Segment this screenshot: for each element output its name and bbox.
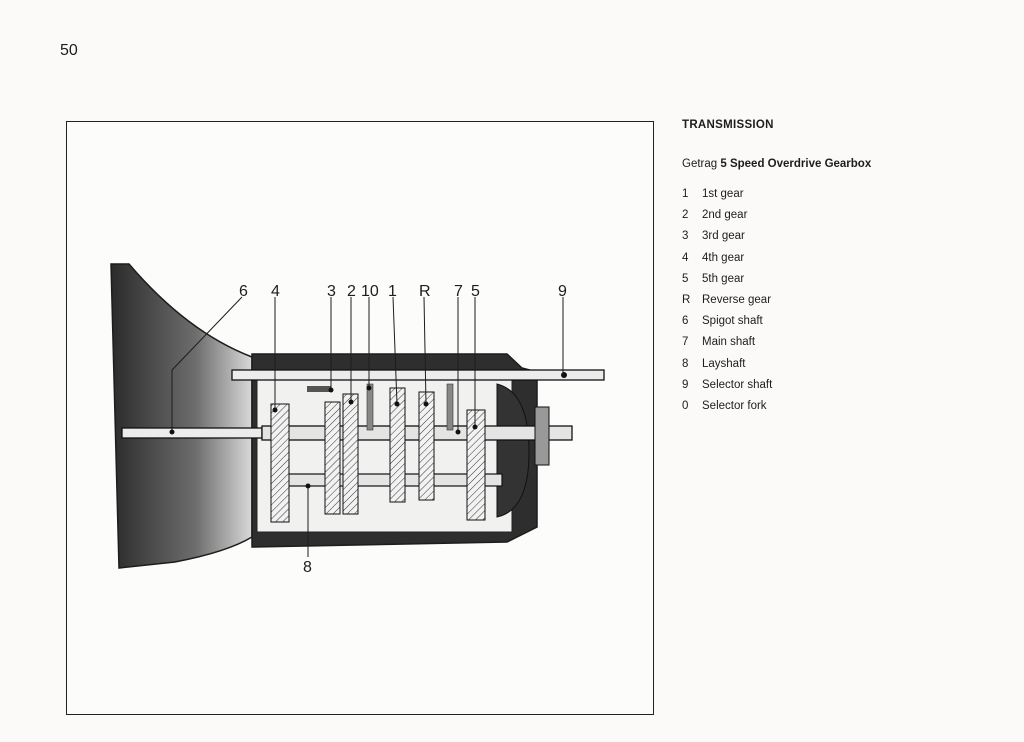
rear-cover bbox=[496, 383, 530, 518]
callout-9: 9 bbox=[558, 283, 567, 300]
bell-housing bbox=[110, 263, 253, 569]
gearbox-figure: 6 4 3 2 10 1 R 7 5 9 8 bbox=[66, 121, 654, 715]
gear-1st bbox=[389, 387, 406, 503]
callout-6: 6 bbox=[239, 283, 248, 300]
callout-3: 3 bbox=[327, 283, 336, 300]
callout-4: 4 bbox=[271, 283, 280, 300]
gear-3rd bbox=[324, 401, 341, 515]
caption-panel: TRANSMISSION Getrag 5 Speed Overdrive Ge… bbox=[682, 119, 1002, 421]
callout-7: 7 bbox=[454, 283, 463, 300]
callout-1: 1 bbox=[388, 283, 397, 300]
subtitle-prefix: Getrag bbox=[682, 158, 718, 170]
leader-lines bbox=[171, 296, 564, 557]
gear-reverse bbox=[418, 391, 435, 501]
callout-5: 5 bbox=[471, 283, 480, 300]
figure-subtitle: Getrag 5 Speed Overdrive Gearbox bbox=[682, 158, 1002, 170]
gear-2nd bbox=[342, 393, 359, 515]
main-shaft bbox=[261, 425, 573, 441]
callout-R: R bbox=[419, 283, 431, 300]
output-flange bbox=[534, 406, 550, 466]
spigot-shaft bbox=[121, 427, 263, 439]
gearbox-cutaway-drawing: 6 4 3 2 10 1 R 7 5 9 8 bbox=[110, 263, 605, 576]
selector-fork bbox=[366, 383, 374, 431]
callout-10: 10 bbox=[361, 283, 379, 300]
gear-5th bbox=[466, 409, 486, 521]
callout-8: 8 bbox=[303, 559, 312, 576]
page-number: 50 bbox=[60, 42, 78, 59]
section-title: TRANSMISSION bbox=[682, 119, 774, 131]
gear-4th bbox=[270, 403, 290, 523]
selector-shaft bbox=[231, 369, 605, 381]
callout-2: 2 bbox=[347, 283, 356, 300]
subtitle-bold: 5 Speed Overdrive Gearbox bbox=[720, 158, 872, 170]
